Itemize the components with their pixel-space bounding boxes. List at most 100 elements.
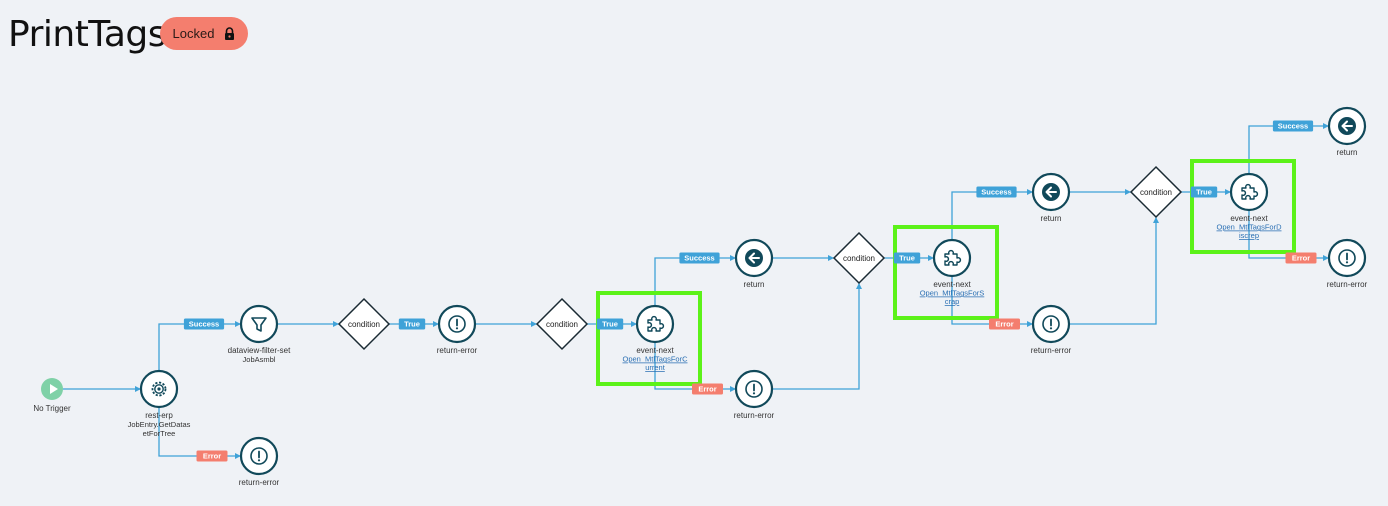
edge-tag-success-rest-erp: Success — [183, 318, 225, 330]
edge-cond3-to-ev2-arrow — [928, 255, 934, 261]
no-trigger-node[interactable] — [41, 378, 63, 400]
return-node[interactable] — [1031, 172, 1071, 212]
svg-text:True: True — [1196, 188, 1212, 197]
event-link[interactable]: Open_MtlTagsForC — [622, 355, 688, 364]
return-node[interactable] — [734, 238, 774, 278]
dataview-filter-set-node[interactable] — [239, 304, 279, 344]
alert-icon — [745, 380, 763, 398]
return-error-node[interactable] — [239, 436, 279, 476]
edge-tag-error-ev1: Error — [692, 383, 723, 395]
edge-ev3-to-ret3 — [1248, 125, 1329, 174]
locked-badge-label: Locked — [172, 26, 215, 41]
svg-text:Error: Error — [995, 320, 1013, 329]
svg-text:Error: Error — [203, 452, 221, 461]
highlight-box-ev3 — [1190, 159, 1296, 254]
svg-text:True: True — [899, 254, 915, 263]
alert-icon — [1042, 315, 1060, 333]
condition-node[interactable] — [1129, 165, 1183, 219]
locked-badge[interactable]: Locked — [160, 17, 248, 50]
edge-ev3-to-ret3-arrow — [1323, 123, 1329, 129]
edge-err4-to-cond4-arrow — [1153, 217, 1159, 223]
edge-ret1-to-cond3-arrow — [828, 255, 834, 261]
highlight-layer — [596, 159, 1296, 386]
edge-tag-success-ev2: Success — [976, 186, 1017, 198]
gear-icon — [151, 381, 167, 397]
event-link[interactable]: Open_MtlTagsForS — [920, 289, 985, 298]
svg-text:Error: Error — [1292, 254, 1310, 263]
svg-text:Success: Success — [1278, 122, 1308, 131]
rest-erp-node[interactable] — [139, 369, 179, 409]
return-error-label: return-error — [239, 478, 280, 487]
edge-cond1-to-err2-arrow — [433, 321, 439, 327]
event-next-node[interactable] — [932, 238, 972, 278]
highlight-box-ev1 — [596, 291, 702, 386]
event-next-label: event-next — [933, 280, 971, 289]
edge-err3-to-cond3 — [772, 283, 860, 390]
condition-node[interactable] — [337, 297, 391, 351]
rest-erp-sub-label: etForTree — [143, 429, 176, 438]
edge-tag-error-rest-erp: Error — [196, 450, 228, 462]
svg-text:Error: Error — [698, 385, 716, 394]
edge-ev3-to-err5-arrow — [1323, 255, 1329, 261]
edge-err3-to-cond3-arrow — [856, 283, 862, 289]
funnel-icon — [251, 317, 267, 332]
svg-text:True: True — [404, 320, 420, 329]
edge-rest-erp-to-err1-arrow — [235, 453, 241, 459]
edge-ev1-to-err3-arrow — [730, 386, 736, 392]
alert-icon — [1338, 249, 1356, 267]
puzzle-icon — [647, 315, 665, 332]
alert-icon — [250, 447, 268, 465]
rest-erp-label: rest-erp — [145, 411, 173, 420]
edge-tag-true-cond4: True — [1190, 186, 1218, 198]
return-label: return — [744, 280, 765, 289]
edge-cond4-to-ev3-arrow — [1225, 189, 1231, 195]
highlight-box-ev2 — [893, 225, 999, 320]
edge-tag-true-cond3: True — [893, 252, 921, 264]
return-error-node[interactable] — [1031, 304, 1071, 344]
event-next-node[interactable] — [1229, 172, 1269, 212]
event-link[interactable]: crap — [945, 297, 960, 306]
back-arrow-icon — [1338, 117, 1356, 135]
puzzle-icon — [1241, 183, 1259, 200]
condition-label: condition — [546, 320, 578, 329]
edge-ev1-to-ret1 — [654, 257, 736, 306]
edge-err2-to-cond2-arrow — [531, 321, 537, 327]
return-error-label: return-error — [1327, 280, 1368, 289]
event-next-label: event-next — [1230, 214, 1268, 223]
dataview-filter-set-sub-label: JobAsmbl — [243, 355, 276, 364]
condition-node[interactable] — [535, 297, 589, 351]
rest-erp-sub-label: JobEntry.GetDatas — [128, 420, 191, 429]
return-error-node[interactable] — [1327, 238, 1367, 278]
svg-text:Success: Success — [684, 254, 714, 263]
edge-tag-true-cond2: True — [596, 318, 624, 330]
play-icon — [50, 384, 58, 394]
return-error-node[interactable] — [734, 369, 774, 409]
event-next-node[interactable] — [635, 304, 675, 344]
back-arrow-icon — [745, 249, 763, 267]
edge-ev2-to-ret2 — [951, 191, 1033, 240]
condition-node[interactable] — [832, 231, 886, 285]
back-arrow-icon — [1042, 183, 1060, 201]
edge-ev1-to-ret1-arrow — [730, 255, 736, 261]
event-link[interactable]: urrent — [645, 363, 666, 372]
svg-text:True: True — [602, 320, 618, 329]
return-error-label: return-error — [437, 346, 478, 355]
event-link[interactable]: Open_MtlTagsForD — [1216, 223, 1282, 232]
return-label: return — [1041, 214, 1062, 223]
edge-filter-to-cond1-arrow — [333, 321, 339, 327]
return-error-node[interactable] — [437, 304, 477, 344]
condition-label: condition — [348, 320, 380, 329]
event-next-label: event-next — [636, 346, 674, 355]
edge-cond2-to-ev1-arrow — [631, 321, 637, 327]
no-trigger-label: No Trigger — [33, 404, 71, 413]
edge-tag-success-ev1: Success — [679, 252, 720, 264]
nodes-layer: No Trigger rest-erpJobEntry.GetDatasetFor… — [33, 106, 1368, 487]
event-link[interactable]: iscrep — [1239, 231, 1259, 240]
edge-ev2-to-ret2-arrow — [1027, 189, 1033, 195]
return-node[interactable] — [1327, 106, 1367, 146]
edge-trigger-to-rest-erp-arrow — [135, 386, 141, 392]
edge-tag-success-ev3: Success — [1272, 120, 1314, 132]
return-error-label: return-error — [734, 411, 775, 420]
